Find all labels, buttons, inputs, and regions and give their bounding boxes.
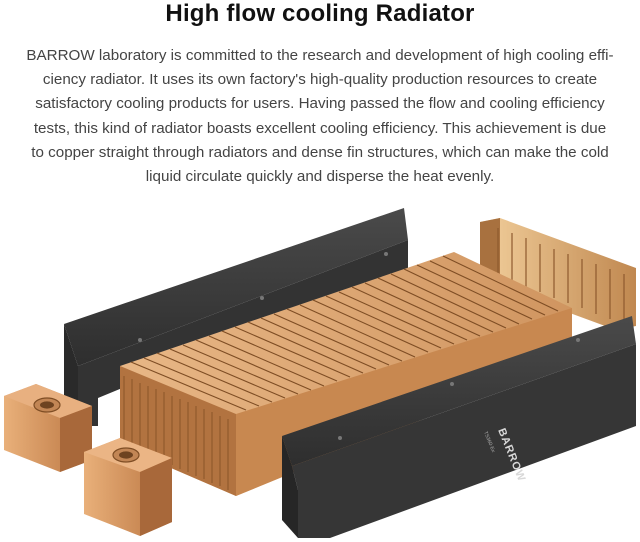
description-line: ciency radiator. It uses its own factory… bbox=[42, 71, 598, 89]
description-line: to copper straight through radiators and… bbox=[31, 143, 609, 161]
description: BARROW laboratory is committed to the re… bbox=[22, 44, 618, 189]
description-line: BARROW laboratory is committed to the re… bbox=[26, 47, 614, 64]
description-line: tests, this kind of radiator boasts exce… bbox=[33, 119, 607, 137]
description-line: satisfactory cooling products for users.… bbox=[35, 95, 605, 113]
page-title: High flow cooling Radiator bbox=[165, 0, 475, 27]
front-bracket: BARROW TS360-Ex bbox=[282, 316, 636, 538]
description-line: liquid circulate quickly and disperse th… bbox=[145, 168, 495, 186]
rear-tank bbox=[480, 218, 636, 330]
radiator-exploded-view-image: BARROW TS360-Ex bbox=[4, 208, 636, 538]
inlet-end-cap bbox=[4, 384, 172, 536]
